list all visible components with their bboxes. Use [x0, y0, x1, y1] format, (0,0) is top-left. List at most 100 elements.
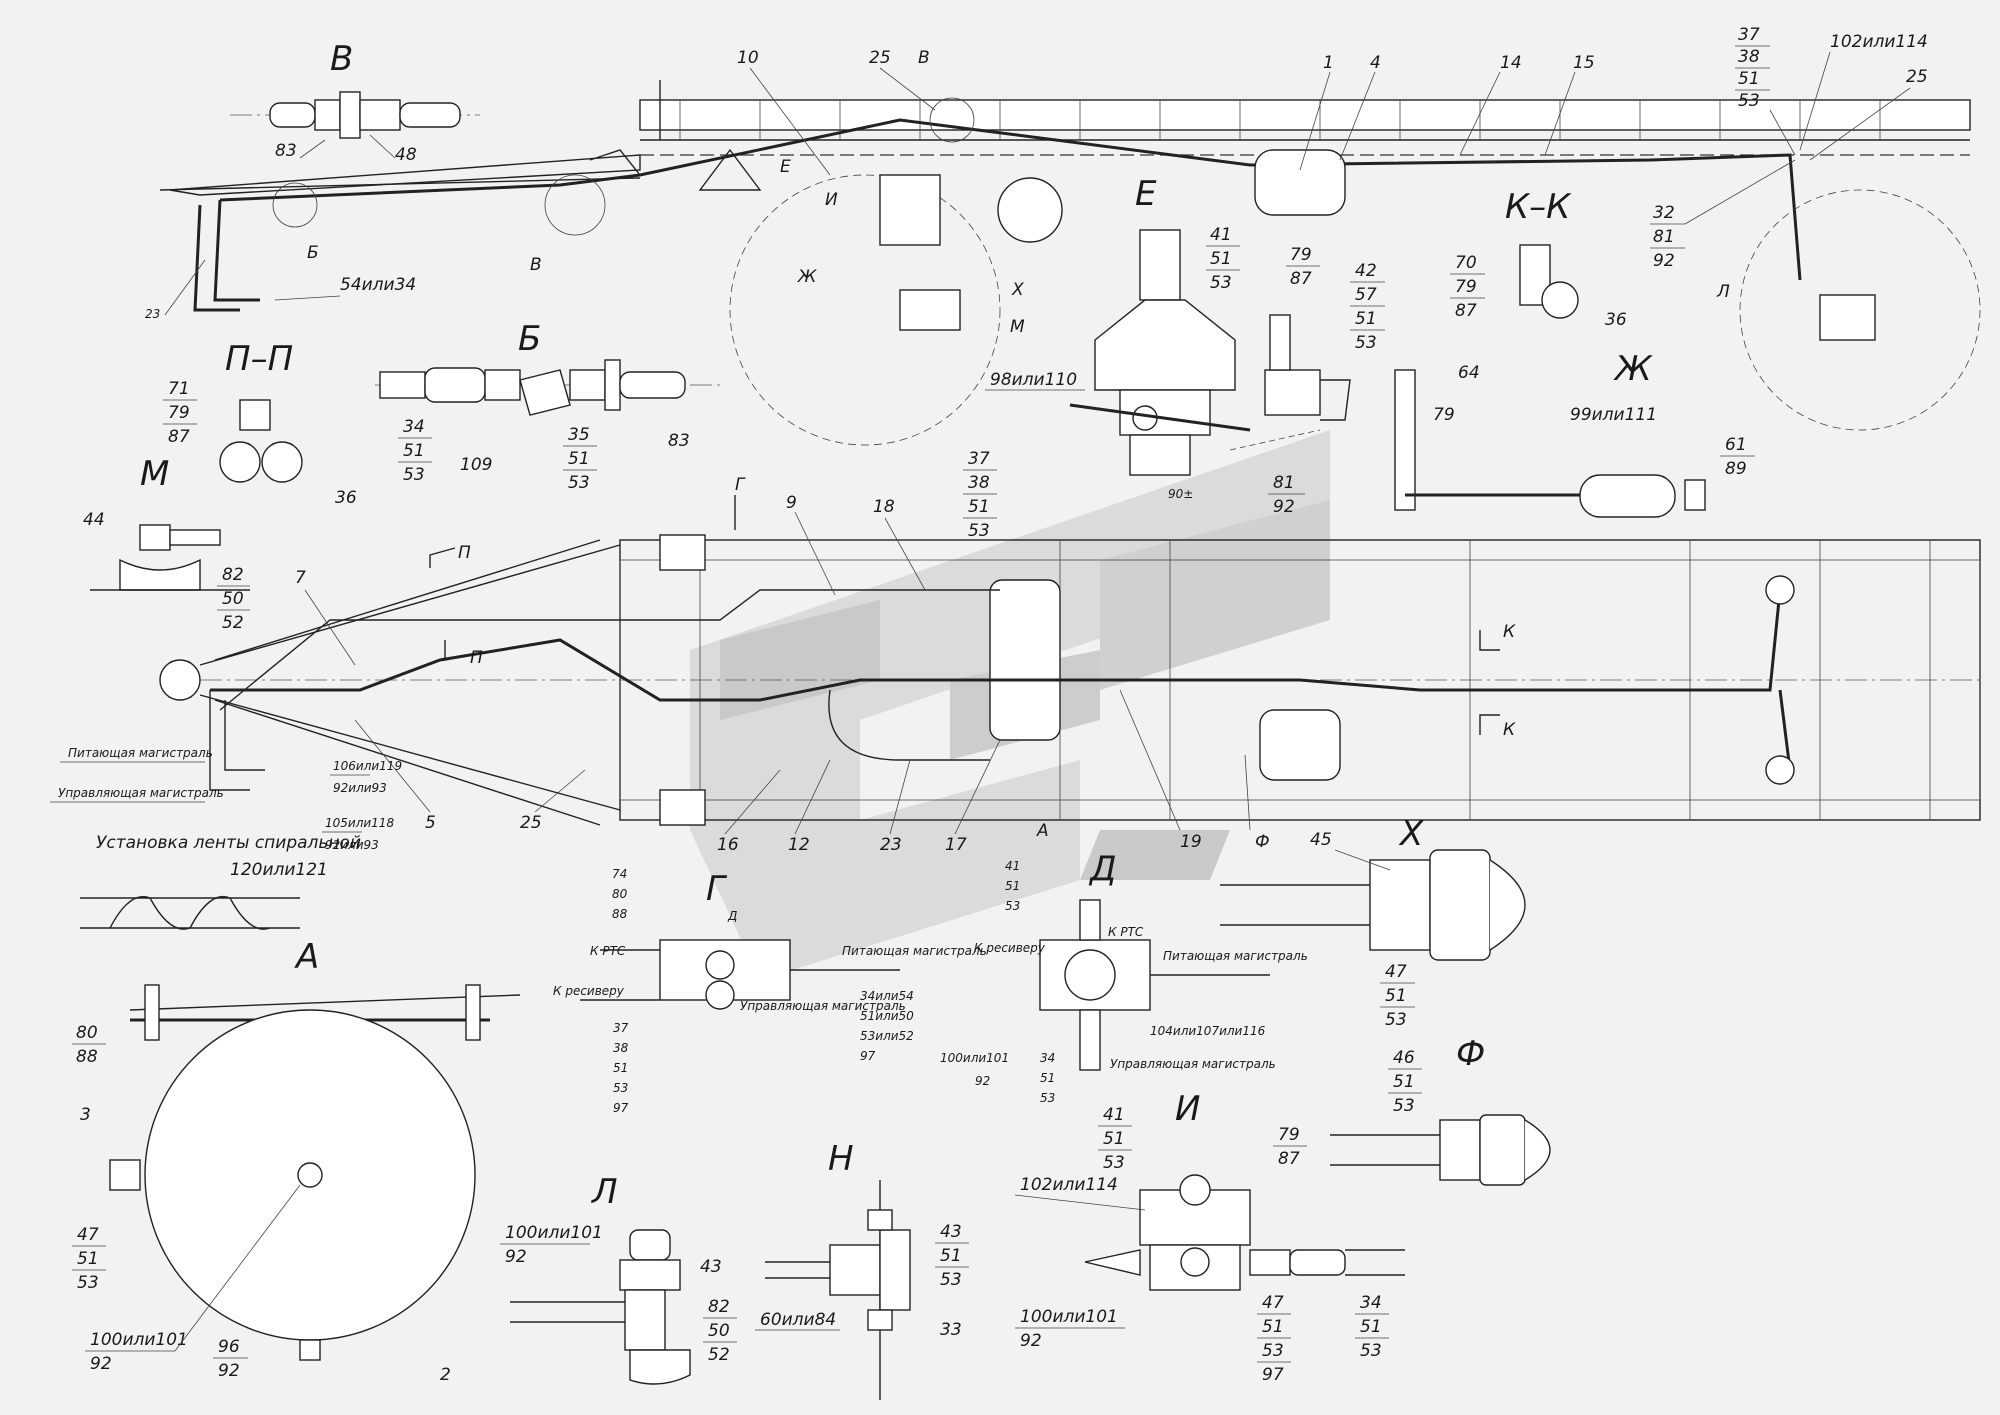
svg-text:37: 37: [1738, 25, 1760, 45]
svg-text:2: 2: [440, 1365, 451, 1385]
detail-i: И 41 51 53 79 87 102или114 100или101 92 …: [1014, 1089, 1405, 1385]
svg-text:И: И: [825, 190, 838, 210]
svg-text:19: 19: [1180, 832, 1202, 852]
svg-text:34: 34: [403, 417, 425, 437]
svg-text:87: 87: [1278, 1149, 1300, 1169]
svg-text:14: 14: [1500, 53, 1522, 73]
svg-text:38: 38: [968, 473, 990, 493]
detail-kk: К–К 70 79 87 36: [1450, 187, 1627, 330]
svg-text:7: 7: [295, 568, 306, 588]
svg-text:П–П: П–П: [225, 339, 293, 379]
svg-text:57: 57: [1355, 285, 1377, 305]
svg-text:В: В: [918, 48, 930, 68]
svg-text:32: 32: [1653, 203, 1675, 223]
svg-text:53: 53: [1040, 1091, 1055, 1105]
svg-text:Ж: Ж: [1613, 349, 1653, 389]
svg-text:9: 9: [786, 493, 797, 513]
svg-text:Д: Д: [727, 909, 737, 923]
svg-text:23: 23: [880, 835, 902, 855]
detail-g: Г 74 80 88 Д К РТС К ресиверу 37 38 51 5…: [553, 867, 987, 1115]
svg-text:51или50: 51или50: [860, 1009, 914, 1023]
svg-text:Л: Л: [590, 1172, 618, 1212]
svg-text:79: 79: [168, 403, 190, 423]
svg-text:120или121: 120или121: [230, 860, 328, 880]
svg-text:53: 53: [1738, 91, 1760, 111]
svg-text:50: 50: [708, 1321, 730, 1341]
svg-text:51: 51: [1355, 309, 1377, 329]
svg-text:51: 51: [77, 1249, 99, 1269]
svg-text:53: 53: [403, 465, 425, 485]
svg-text:92: 92: [1653, 251, 1675, 271]
svg-text:36: 36: [335, 488, 357, 508]
svg-text:87: 87: [1290, 269, 1312, 289]
svg-text:51: 51: [940, 1246, 962, 1266]
svg-text:36: 36: [1605, 310, 1627, 330]
svg-text:Л: Л: [1716, 282, 1730, 302]
svg-text:М: М: [1010, 317, 1025, 337]
plan-labels: 9 18 37 38 51 53 7 Г П П К К 5 25 16 12 …: [50, 449, 1516, 930]
svg-text:79: 79: [1433, 405, 1455, 425]
svg-text:48: 48: [395, 145, 417, 165]
svg-text:92: 92: [505, 1247, 527, 1267]
detail-x: Х 45 47 51 53: [1220, 814, 1526, 1030]
svg-text:92: 92: [1273, 497, 1295, 517]
svg-text:53или52: 53или52: [860, 1029, 914, 1043]
svg-text:87: 87: [1455, 301, 1477, 321]
detail-v: В 83 48: [230, 39, 480, 165]
detail-d: Д 41 51 53 К РТС К ресиверу Питающая маг…: [940, 849, 1308, 1105]
svg-text:37: 37: [968, 449, 990, 469]
svg-text:81: 81: [1653, 227, 1675, 247]
detail-m: М 44 82 50 52: [83, 454, 250, 633]
svg-text:Установка ленты спиральной: Установка ленты спиральной: [96, 833, 361, 853]
svg-text:102или114: 102или114: [1020, 1175, 1118, 1195]
svg-text:38: 38: [613, 1041, 629, 1055]
svg-text:41: 41: [1210, 225, 1232, 245]
svg-text:33: 33: [940, 1320, 962, 1340]
svg-text:79: 79: [1455, 277, 1477, 297]
svg-text:53: 53: [1355, 333, 1377, 353]
svg-text:12: 12: [788, 835, 810, 855]
svg-text:53: 53: [940, 1270, 962, 1290]
svg-text:109: 109: [460, 455, 492, 475]
svg-text:16: 16: [717, 835, 739, 855]
svg-text:Ж: Ж: [797, 267, 817, 287]
svg-text:Х: Х: [1011, 280, 1024, 300]
svg-text:К РТС: К РТС: [590, 944, 626, 958]
svg-text:50: 50: [222, 589, 244, 609]
svg-text:41: 41: [1103, 1105, 1125, 1125]
svg-text:Е: Е: [780, 157, 791, 177]
svg-text:53: 53: [568, 473, 590, 493]
svg-text:96: 96: [218, 1337, 240, 1357]
svg-text:М: М: [140, 454, 169, 494]
detail-e: Е 41 51 53 79 87 42 57 51 53 98или110 81…: [985, 174, 1385, 517]
svg-text:92: 92: [90, 1354, 112, 1374]
svg-text:51: 51: [1393, 1072, 1415, 1092]
detail-n: Н 43 51 53 60или84 33: [755, 1139, 969, 1400]
svg-text:Б: Б: [307, 243, 319, 263]
svg-text:43: 43: [940, 1222, 962, 1242]
svg-text:А: А: [294, 937, 319, 977]
svg-text:П: П: [470, 648, 483, 668]
svg-text:3: 3: [80, 1105, 91, 1125]
svg-text:83: 83: [668, 431, 690, 451]
svg-text:53: 53: [613, 1081, 628, 1095]
svg-text:Ф: Ф: [1456, 1034, 1485, 1074]
svg-text:97: 97: [613, 1101, 629, 1115]
svg-text:100или101: 100или101: [1020, 1307, 1118, 1327]
detail-b: Б 34 51 53 109 35 51 53 83: [375, 319, 720, 493]
svg-text:38: 38: [1738, 47, 1760, 67]
svg-text:25: 25: [869, 48, 891, 68]
svg-text:47: 47: [1385, 962, 1407, 982]
svg-text:25: 25: [1906, 67, 1928, 87]
svg-text:Управляющая магистраль: Управляющая магистраль: [740, 999, 906, 1013]
svg-text:Питающая магистраль: Питающая магистраль: [68, 746, 213, 760]
svg-text:43: 43: [700, 1257, 722, 1277]
svg-text:35: 35: [568, 425, 590, 445]
svg-text:К ресиверу: К ресиверу: [553, 984, 625, 998]
svg-text:Управляющая магистраль: Управляющая магистраль: [1110, 1057, 1276, 1071]
svg-text:70: 70: [1455, 253, 1477, 273]
svg-text:А: А: [1036, 821, 1049, 841]
svg-text:34: 34: [1040, 1051, 1055, 1065]
svg-text:92или93: 92или93: [325, 838, 379, 852]
